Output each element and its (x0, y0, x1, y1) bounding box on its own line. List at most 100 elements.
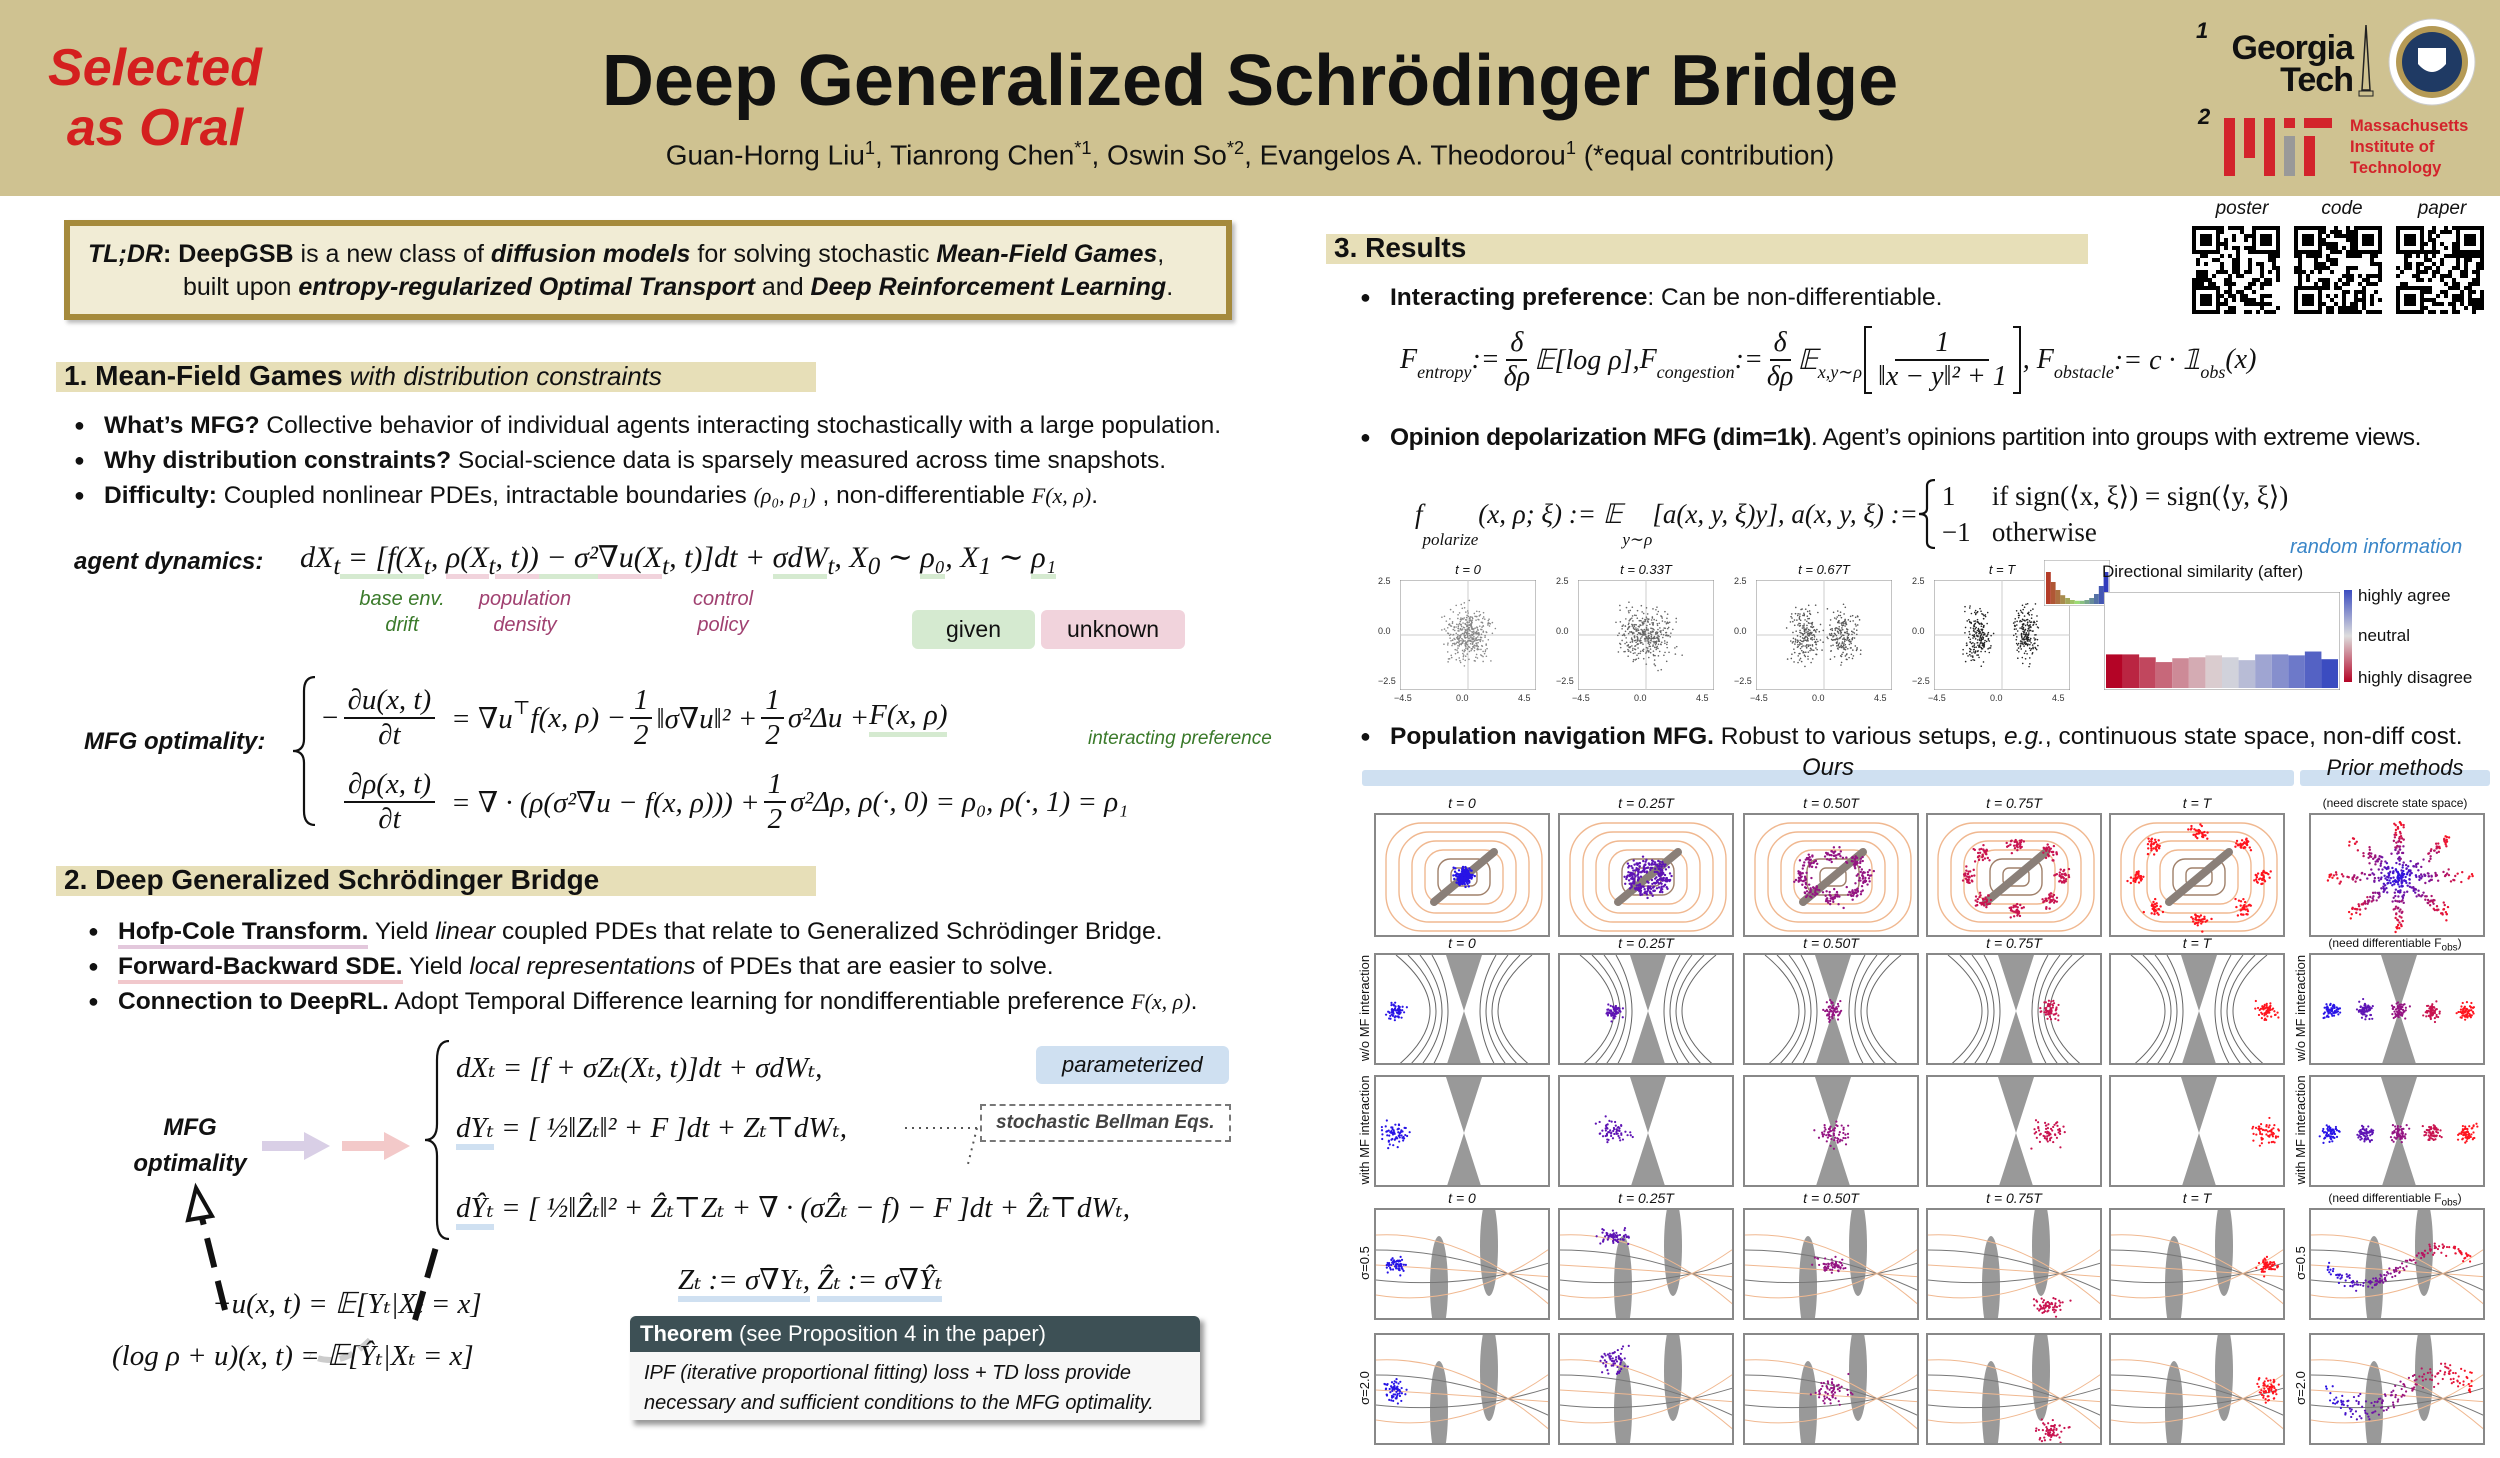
opinion-point (1809, 644, 1812, 646)
opinion-point (1837, 632, 1840, 634)
bullet-bold: Forward-Backward SDE. (118, 953, 403, 984)
opinion-point (1652, 653, 1655, 656)
eq-den: δρ (1766, 361, 1794, 392)
opinion-point (1640, 624, 1642, 627)
hist-bar (2122, 654, 2140, 688)
opinion-point (1805, 628, 1807, 631)
opinion-point (1814, 604, 1817, 606)
opinion-point (2016, 624, 2018, 626)
opinion-point (1794, 641, 1797, 643)
author: , Tianrong Chen (875, 139, 1075, 171)
opinion-point (2033, 620, 2035, 623)
annot-line: drift (385, 614, 419, 636)
opinion-point (1463, 606, 1466, 609)
opinion-point (1851, 614, 1854, 617)
time-label: t = 0.50T (1803, 795, 1859, 811)
opinion-point (1460, 639, 1462, 642)
opinion-point (1450, 639, 1452, 642)
opinion-point (1848, 633, 1850, 635)
opinion-point (1844, 643, 1847, 646)
code-qr-code[interactable] (2294, 226, 2382, 314)
forward-sde: dXₜ = [f + σZₜ(Xₜ, t)]dt + σdWₜ, (456, 1052, 823, 1084)
opinion-point (1651, 622, 1653, 624)
opinion-point (1473, 649, 1476, 652)
paper-qr-code[interactable] (2396, 226, 2484, 314)
opinion-point (1656, 636, 1659, 639)
opinion-point (1808, 635, 1810, 637)
opinion-point (1796, 639, 1799, 642)
opinion-point (1856, 615, 1859, 617)
opinion-point (1796, 635, 1799, 637)
poster-qr-code[interactable] (2192, 226, 2280, 314)
opinion-point (1652, 637, 1654, 640)
opinion-point (1478, 610, 1481, 613)
section2-title: 2. Deep Generalized Schrödinger Bridge (64, 864, 600, 895)
opinion-point (1979, 607, 1981, 610)
opinion-point (2022, 643, 2024, 646)
navigation-panel (1374, 813, 1550, 937)
opinion-point (1650, 635, 1653, 638)
opinion-point (1971, 652, 1973, 654)
opinion-point (1802, 634, 1804, 636)
opinion-point (2024, 641, 2026, 644)
opinion-point (1457, 647, 1459, 649)
theorem-rest: (see Proposition 4 in the paper) (732, 1321, 1046, 1346)
author: , Oswin So (1091, 139, 1227, 171)
x-tick: 0.0 (1812, 693, 1825, 703)
opinion-point (1964, 660, 1967, 663)
opinion-point (1859, 653, 1862, 655)
opinion-point (1837, 628, 1840, 630)
opinion-point (1482, 650, 1484, 653)
opinion-point (1664, 610, 1666, 613)
opinion-point (1468, 629, 1471, 631)
dotted-connector (905, 1127, 978, 1169)
opinion-point (1475, 656, 1477, 659)
opinion-point (1675, 645, 1678, 648)
opinion-point (1971, 645, 1974, 648)
dashed-cycle-arrow-icon (185, 1182, 441, 1363)
opinion-point (1458, 622, 1461, 625)
navigation-panel (1926, 1333, 2102, 1445)
opinion-point (1636, 609, 1639, 612)
opinion-point (1622, 624, 1625, 626)
opinion-point (1977, 627, 1980, 630)
opinion-point (1804, 655, 1807, 658)
opinion-point (1443, 643, 1445, 646)
opinion-point (1452, 633, 1455, 636)
opinion-point (1455, 658, 1458, 661)
eq-part: = [ ½‖Zₜ‖² + F ]dt + Zₜ⊤dWₜ, (493, 1112, 847, 1144)
opinion-point (1464, 640, 1466, 642)
opinion-point (1843, 631, 1846, 634)
opinion-point (1456, 635, 1459, 638)
opinion-point (1482, 625, 1485, 627)
opinion-point (1632, 658, 1635, 661)
opinion-point (1471, 627, 1474, 630)
opinion-point (1982, 626, 1985, 628)
opinion-point (1468, 650, 1471, 653)
opinion-point (1471, 642, 1474, 645)
opinion-point (2036, 626, 2039, 628)
opinion-point (1466, 628, 1468, 631)
opinion-point (1975, 646, 1977, 648)
opinion-point (1450, 625, 1453, 627)
opinion-point (1841, 628, 1844, 631)
opinion-point (1486, 647, 1488, 650)
opinion-point (1478, 648, 1480, 651)
qr-label-code: code (2321, 198, 2363, 219)
opinion-point (1789, 621, 1792, 623)
opinion-point (1977, 635, 1979, 637)
opinion-point (1980, 648, 1983, 650)
opinion-point (1643, 620, 1645, 623)
opinion-point (1657, 655, 1660, 657)
opinion-point (1633, 625, 1636, 628)
opinion-point (1793, 619, 1796, 621)
opinion-point (1968, 630, 1971, 633)
opinion-point (1669, 636, 1672, 638)
opinion-point (1971, 656, 1974, 658)
opinion-point (2019, 609, 2022, 612)
opinion-point (1791, 617, 1793, 619)
opinion-point (1797, 612, 1799, 615)
opinion-point (1856, 648, 1858, 650)
opinion-point (1803, 623, 1805, 625)
opinion-point (1466, 610, 1469, 612)
